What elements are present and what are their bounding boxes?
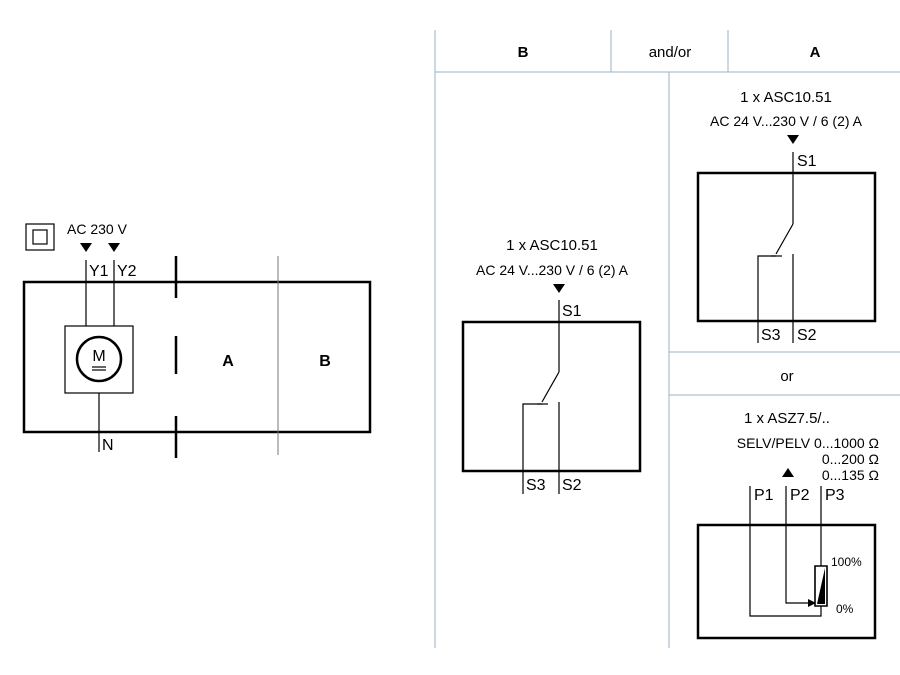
motor-symbol: M xyxy=(92,348,105,365)
panel-a-top-rating: AC 24 V...230 V / 6 (2) A xyxy=(710,113,863,129)
range-200-label: 0...200 Ω xyxy=(822,451,879,467)
terminal-y1-label: Y1 xyxy=(89,263,109,280)
header-col-b: B xyxy=(518,44,529,61)
actuator-housing xyxy=(22,280,372,434)
motor-icon xyxy=(75,335,123,383)
terminal-p1: P1 xyxy=(754,487,774,504)
or-label: or xyxy=(780,368,793,385)
zone-b-label: B xyxy=(319,353,331,370)
percent-100-label: 100% xyxy=(831,555,862,569)
panel-a-bottom-arrow xyxy=(782,468,794,477)
double-insulation-icon xyxy=(25,223,55,251)
panel-a-switch: 1 x ASC10.51 AC 24 V...230 V / 6 (2) A S… xyxy=(696,89,877,344)
panel-b-title: 1 x ASC10.51 xyxy=(506,237,598,254)
supply-voltage-label: AC 230 V xyxy=(67,221,128,237)
zone-a-label: A xyxy=(222,353,234,370)
panel-a-bottom-title: 1 x ASZ7.5/.. xyxy=(744,410,830,427)
panel-b-s3: S3 xyxy=(526,477,546,494)
panel-a-top-s2: S2 xyxy=(797,327,817,344)
panel-a-top-s3: S3 xyxy=(761,327,781,344)
panel-a-potentiometer: 1 x ASZ7.5/.. SELV/PELV 0...1000 Ω 0...2… xyxy=(696,410,879,640)
panel-a-top-title: 1 x ASC10.51 xyxy=(740,89,832,106)
terminal-p2: P2 xyxy=(790,487,810,504)
panel-a-top-arrow xyxy=(787,135,799,144)
panel-b-rating: AC 24 V...230 V / 6 (2) A xyxy=(476,262,629,278)
table-grid xyxy=(434,30,900,648)
header-and-or: and/or xyxy=(649,44,692,61)
terminal-y2-label: Y2 xyxy=(117,263,137,280)
supply-arrow-y2 xyxy=(108,243,120,252)
header-col-a: A xyxy=(810,44,821,61)
terminal-p3: P3 xyxy=(825,487,845,504)
panel-a-top-s1: S1 xyxy=(797,153,817,170)
selv-label: SELV/PELV 0...1000 Ω xyxy=(737,435,879,451)
panel-b-s1: S1 xyxy=(562,303,582,320)
neutral-label: N xyxy=(102,437,114,454)
supply-arrow-y1 xyxy=(80,243,92,252)
panel-b-switch: 1 x ASC10.51 AC 24 V...230 V / 6 (2) A S… xyxy=(461,237,642,494)
range-135-label: 0...135 Ω xyxy=(822,467,879,483)
panel-b-arrow xyxy=(553,284,565,293)
percent-0-label: 0% xyxy=(836,602,854,616)
panel-b-s2: S2 xyxy=(562,477,582,494)
